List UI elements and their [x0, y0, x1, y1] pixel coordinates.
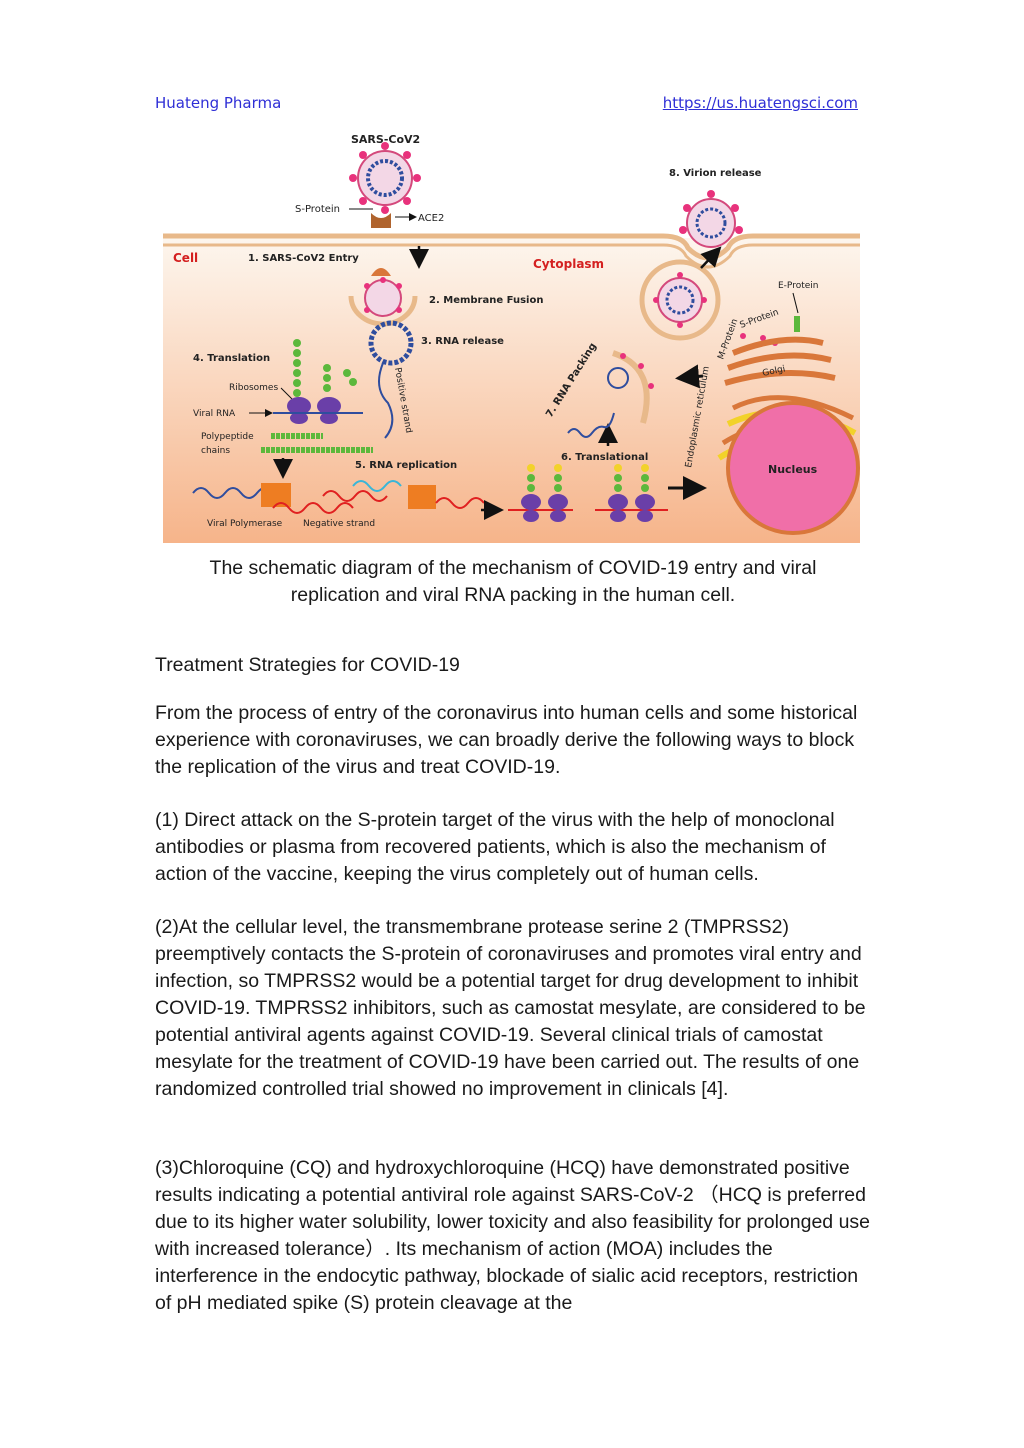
- label-step8: 8. Virion release: [669, 168, 762, 179]
- label-ace2: ACE2: [418, 213, 444, 224]
- label-e-protein: E-Protein: [778, 281, 818, 291]
- label-polypeptide: Polypeptide: [201, 432, 254, 442]
- label-golgi: Golgi: [762, 364, 787, 379]
- label-step4: 4. Translation: [193, 353, 270, 364]
- sars-cov2-virion: [349, 142, 421, 214]
- label-step6: 6. Translational: [561, 452, 648, 463]
- label-cell: Cell: [173, 251, 198, 265]
- nucleus: [726, 401, 860, 535]
- caption-line-1: The schematic diagram of the mechanism o…: [209, 557, 817, 579]
- label-chains: chains: [201, 446, 230, 456]
- paragraph-strategy-2: (2)At the cellular level, the transmembr…: [155, 916, 866, 1100]
- label-negative-strand: Negative strand: [303, 519, 375, 529]
- label-virus: SARS-CoV2: [351, 133, 420, 146]
- caption-line-2: replication and viral RNA packing in the…: [290, 584, 736, 606]
- paragraph-intro: From the process of entry of the coronav…: [155, 702, 858, 778]
- label-nucleus: Nucleus: [768, 463, 818, 476]
- label-s-protein: S-Protein: [295, 204, 340, 215]
- label-step1: 1. SARS-CoV2 Entry: [248, 253, 359, 264]
- header-url-link[interactable]: https://us.huatengsci.com: [662, 94, 858, 112]
- label-ribosomes: Ribosomes: [229, 383, 278, 393]
- label-step2: 2. Membrane Fusion: [429, 295, 543, 306]
- label-cytoplasm: Cytoplasm: [533, 257, 604, 271]
- paragraph-strategy-1: (1) Direct attack on the S-protein targe…: [155, 809, 835, 885]
- header-company: Huateng Pharma: [155, 94, 282, 112]
- label-viral-polymerase: Viral Polymerase: [207, 519, 283, 529]
- label-viral-rna: Viral RNA: [193, 409, 236, 419]
- label-step3: 3. RNA release: [421, 336, 504, 347]
- mechanism-diagram: SARS-CoV2 S-Protein ACE2 Cell 1. SARS-Co…: [163, 128, 860, 543]
- golgi: [724, 336, 836, 386]
- label-step5: 5. RNA replication: [355, 460, 457, 471]
- paragraph-strategy-3: (3)Chloroquine (CQ) and hydroxychloroqui…: [155, 1157, 871, 1314]
- section-heading: Treatment Strategies for COVID-19: [155, 654, 460, 676]
- figure-caption: The schematic diagram of the mechanism o…: [155, 555, 871, 609]
